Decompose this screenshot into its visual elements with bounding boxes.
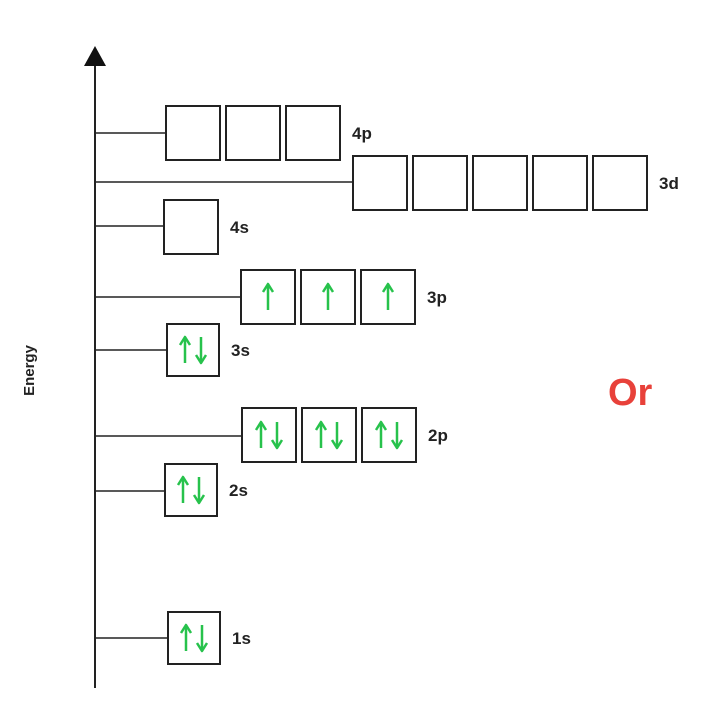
axis-arrowhead [84, 46, 106, 66]
orbital-box-4p-2 [225, 105, 281, 161]
orbital-box-2p-2 [301, 407, 357, 463]
orbital-label-2p: 2p [428, 426, 448, 445]
orbital-box-4p-1 [165, 105, 221, 161]
energy-axis-label: Energy [14, 330, 44, 410]
spin-down-arrow-head [195, 642, 209, 653]
orbital-3d: 3d [95, 155, 679, 211]
spin-up-arrow-head [254, 420, 268, 431]
orbital-label-1s: 1s [232, 629, 251, 648]
orbital-3p: 3p [95, 269, 447, 325]
orbital-box-3p-3 [360, 269, 416, 325]
spin-up-arrow-head [374, 420, 388, 431]
orbital-label-3s: 3s [231, 341, 250, 360]
orbital-box-2p-1 [241, 407, 297, 463]
spin-up-arrow-head [176, 475, 190, 486]
orbital-3s: 3s [95, 323, 250, 377]
energy-label-text: Energy [20, 344, 38, 396]
spin-down-arrow-head [192, 494, 206, 505]
orbital-box-4p-3 [285, 105, 341, 161]
or-text: Or [608, 372, 653, 414]
orbital-label-4p: 4p [352, 124, 372, 143]
spin-up-arrow-head [261, 282, 275, 293]
orbital-1s: 1s [95, 611, 251, 665]
orbital-box-2s-1 [164, 463, 218, 517]
spin-down-arrow-head [270, 439, 284, 450]
orbital-label-3d: 3d [659, 174, 679, 193]
orbital-box-3d-5 [592, 155, 648, 211]
orbital-box-3s-1 [166, 323, 220, 377]
orbital-box-3d-2 [412, 155, 468, 211]
orbital-2s: 2s [95, 463, 248, 517]
spin-up-arrow-head [314, 420, 328, 431]
orbital-label-2s: 2s [229, 481, 248, 500]
spin-down-arrow-head [330, 439, 344, 450]
orbital-2p: 2p [95, 407, 448, 463]
spin-up-arrow-head [178, 335, 192, 346]
orbital-label-4s: 4s [230, 218, 249, 237]
spin-up-arrow-head [179, 623, 193, 634]
orbital-box-3d-4 [532, 155, 588, 211]
orbital-box-4s-1 [163, 199, 219, 255]
orbital-box-3d-1 [352, 155, 408, 211]
spin-up-arrow-head [381, 282, 395, 293]
orbital-box-2p-3 [361, 407, 417, 463]
spin-down-arrow-head [390, 439, 404, 450]
orbital-label-3p: 3p [427, 288, 447, 307]
spin-up-arrow-head [321, 282, 335, 293]
orbital-4s: 4s [95, 199, 249, 255]
orbital-box-1s-1 [167, 611, 221, 665]
spin-down-arrow-head [194, 354, 208, 365]
orbital-box-3d-3 [472, 155, 528, 211]
orbital-4p: 4p [95, 105, 372, 161]
